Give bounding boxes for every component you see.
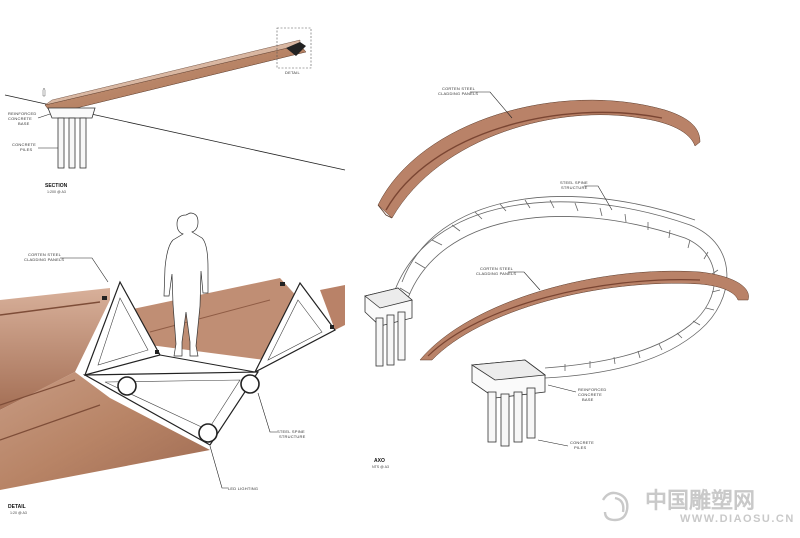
detail-spine-label-1: STEEL SPINE — [277, 429, 305, 434]
detail-groove — [149, 299, 271, 333]
detail-callout-box — [276, 27, 312, 69]
detail-title: DETAIL — [8, 504, 26, 510]
axo-base-label-2: CONCRETE — [578, 392, 602, 397]
section-piles-label-2: PILES — [20, 147, 32, 152]
axo-base-leader — [547, 384, 577, 393]
watermark-logo-icon — [601, 491, 629, 522]
detail-truss-right — [253, 281, 336, 374]
section-drawing: DETAIL REINFORCED CONCRETE BASE CONCRETE… — [4, 27, 346, 194]
detail-groove — [0, 404, 101, 441]
axo-spine-truss — [394, 196, 728, 379]
axo-cladding-top-label-1: CORTEN STEEL — [442, 86, 476, 91]
detail-cladding-left — [0, 288, 110, 410]
axo-cladding-bottom-label-2: CLADDING PANELS — [476, 271, 516, 276]
axo-title: AXO — [374, 458, 385, 464]
detail-drawing: CORTEN STEEL CLADDING PANELS STEEL SPINE… — [0, 212, 345, 515]
watermark-chinese-text: 中国雕塑网 — [645, 489, 755, 514]
axo-cladding-top-leader — [470, 91, 513, 119]
section-base-leader — [37, 113, 51, 119]
axo-drawing: CORTEN STEEL CLADDING PANELS STEEL SPINE… — [364, 86, 749, 469]
detail-truss-left-inner — [97, 297, 149, 366]
axo-base-left-top — [364, 287, 413, 309]
detail-person-figure — [163, 212, 209, 357]
axo-cladding-bottom-leader — [508, 271, 541, 291]
watermark-url-text: WWW.DIAOSU.CN — [680, 513, 795, 525]
section-person-figure — [42, 87, 46, 97]
section-deck-edge — [44, 39, 301, 106]
axo-piles-leader — [537, 439, 569, 447]
detail-cladding-far-right — [320, 285, 345, 330]
axo-cladding-top — [377, 99, 701, 219]
axo-cladding-top-label-2: CLADDING PANELS — [438, 91, 478, 96]
detail-groove — [0, 379, 76, 406]
detail-truss-right-inner — [267, 299, 323, 361]
axo-pile — [513, 391, 523, 443]
detail-spine-tube — [198, 423, 218, 443]
section-base-label-2: CONCRETE — [8, 116, 32, 121]
section-deck — [44, 44, 307, 115]
detail-lighting-label: LED LIGHTING — [228, 486, 258, 491]
detail-cladding-label-1: CORTEN STEEL — [28, 252, 62, 257]
detail-deck-line — [159, 354, 256, 373]
section-base — [47, 107, 96, 119]
axo-cladding-bottom-label-1: CORTEN STEEL — [480, 266, 514, 271]
detail-callout-section — [286, 42, 306, 56]
axo-pile — [526, 387, 536, 439]
section-piles-label-1: CONCRETE — [12, 142, 36, 147]
axo-base-right-top — [470, 359, 547, 381]
axo-base-label-3: BASE — [582, 397, 594, 402]
detail-spine-tube — [240, 374, 260, 394]
axo-pile — [386, 314, 395, 366]
detail-cladding-label-2: CLADDING PANELS — [24, 257, 64, 262]
axo-pile — [397, 311, 406, 361]
axo-pile — [487, 391, 497, 443]
axo-pile — [500, 393, 510, 447]
section-pile — [68, 117, 76, 169]
axo-scale: NTS @ A3 — [372, 465, 389, 469]
detail-spine-leader — [257, 392, 277, 433]
detail-cladding-lower-left — [0, 372, 210, 490]
axo-pile — [375, 317, 384, 367]
axo-spine-label-2: STRUCTURE — [561, 185, 588, 190]
detail-groove — [0, 301, 101, 316]
section-pile — [57, 117, 65, 169]
detail-clip — [155, 350, 159, 354]
detail-callout-label: DETAIL — [285, 70, 300, 75]
detail-cladding-right — [128, 278, 300, 360]
axo-piles-label-1: CONCRETE — [570, 440, 594, 445]
axo-cladding-bottom — [419, 270, 749, 361]
watermark: 中国雕塑网 WWW.DIAOSU.CN — [601, 489, 795, 525]
detail-clip — [280, 282, 285, 286]
axo-piles-label-2: PILES — [574, 445, 586, 450]
detail-scale: 1:20 @ A3 — [10, 511, 27, 515]
axo-spine-leader — [584, 185, 613, 211]
detail-spine-label-2: STRUCTURE — [279, 434, 306, 439]
axo-cladding-bottom-groove — [427, 279, 701, 357]
section-pile — [79, 117, 87, 169]
detail-truss-bottom-inner — [104, 379, 241, 431]
section-title: SECTION — [45, 183, 68, 189]
section-base-label-1: REINFORCED — [8, 111, 36, 116]
detail-lighting-leader — [209, 445, 228, 489]
detail-clip — [330, 325, 334, 329]
detail-cladding-leader — [60, 257, 109, 283]
detail-spine-tube — [117, 376, 137, 396]
axo-cladding-top-edge — [377, 204, 393, 219]
axo-base-label-1: REINFORCED — [578, 387, 606, 392]
axo-cladding-top-groove — [385, 111, 663, 211]
detail-clip — [102, 296, 107, 300]
axo-spine-label-1: STEEL SPINE — [560, 180, 588, 185]
section-base-label-3: BASE — [18, 121, 30, 126]
section-scale: 1:200 @ A3 — [47, 190, 66, 194]
